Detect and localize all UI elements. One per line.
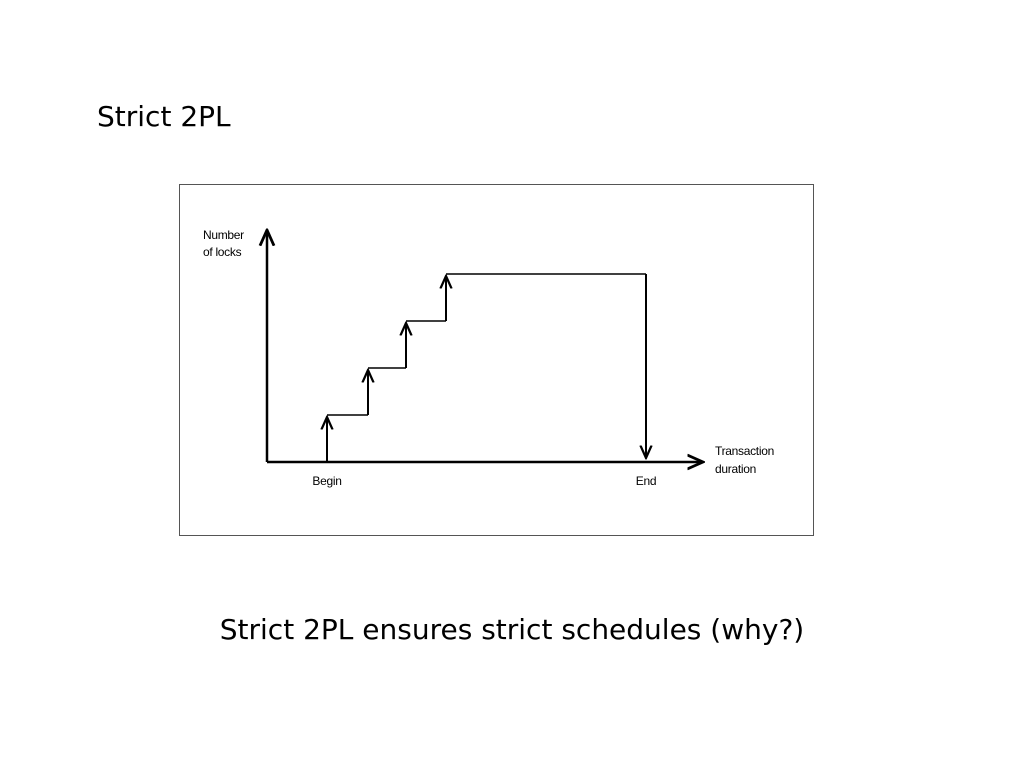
x-axis-label-line2: duration xyxy=(715,462,756,476)
slide-caption: Strict 2PL ensures strict schedules (why… xyxy=(219,613,805,646)
diagram-frame xyxy=(179,184,814,536)
slide-title: Strict 2PL xyxy=(97,100,231,133)
x-axis-label-line1: Transaction xyxy=(715,444,774,458)
y-axis-label-line2: of locks xyxy=(203,245,242,259)
end-label: End xyxy=(636,474,656,488)
y-axis-label-line1: Number xyxy=(203,228,244,242)
begin-label: Begin xyxy=(312,474,341,488)
